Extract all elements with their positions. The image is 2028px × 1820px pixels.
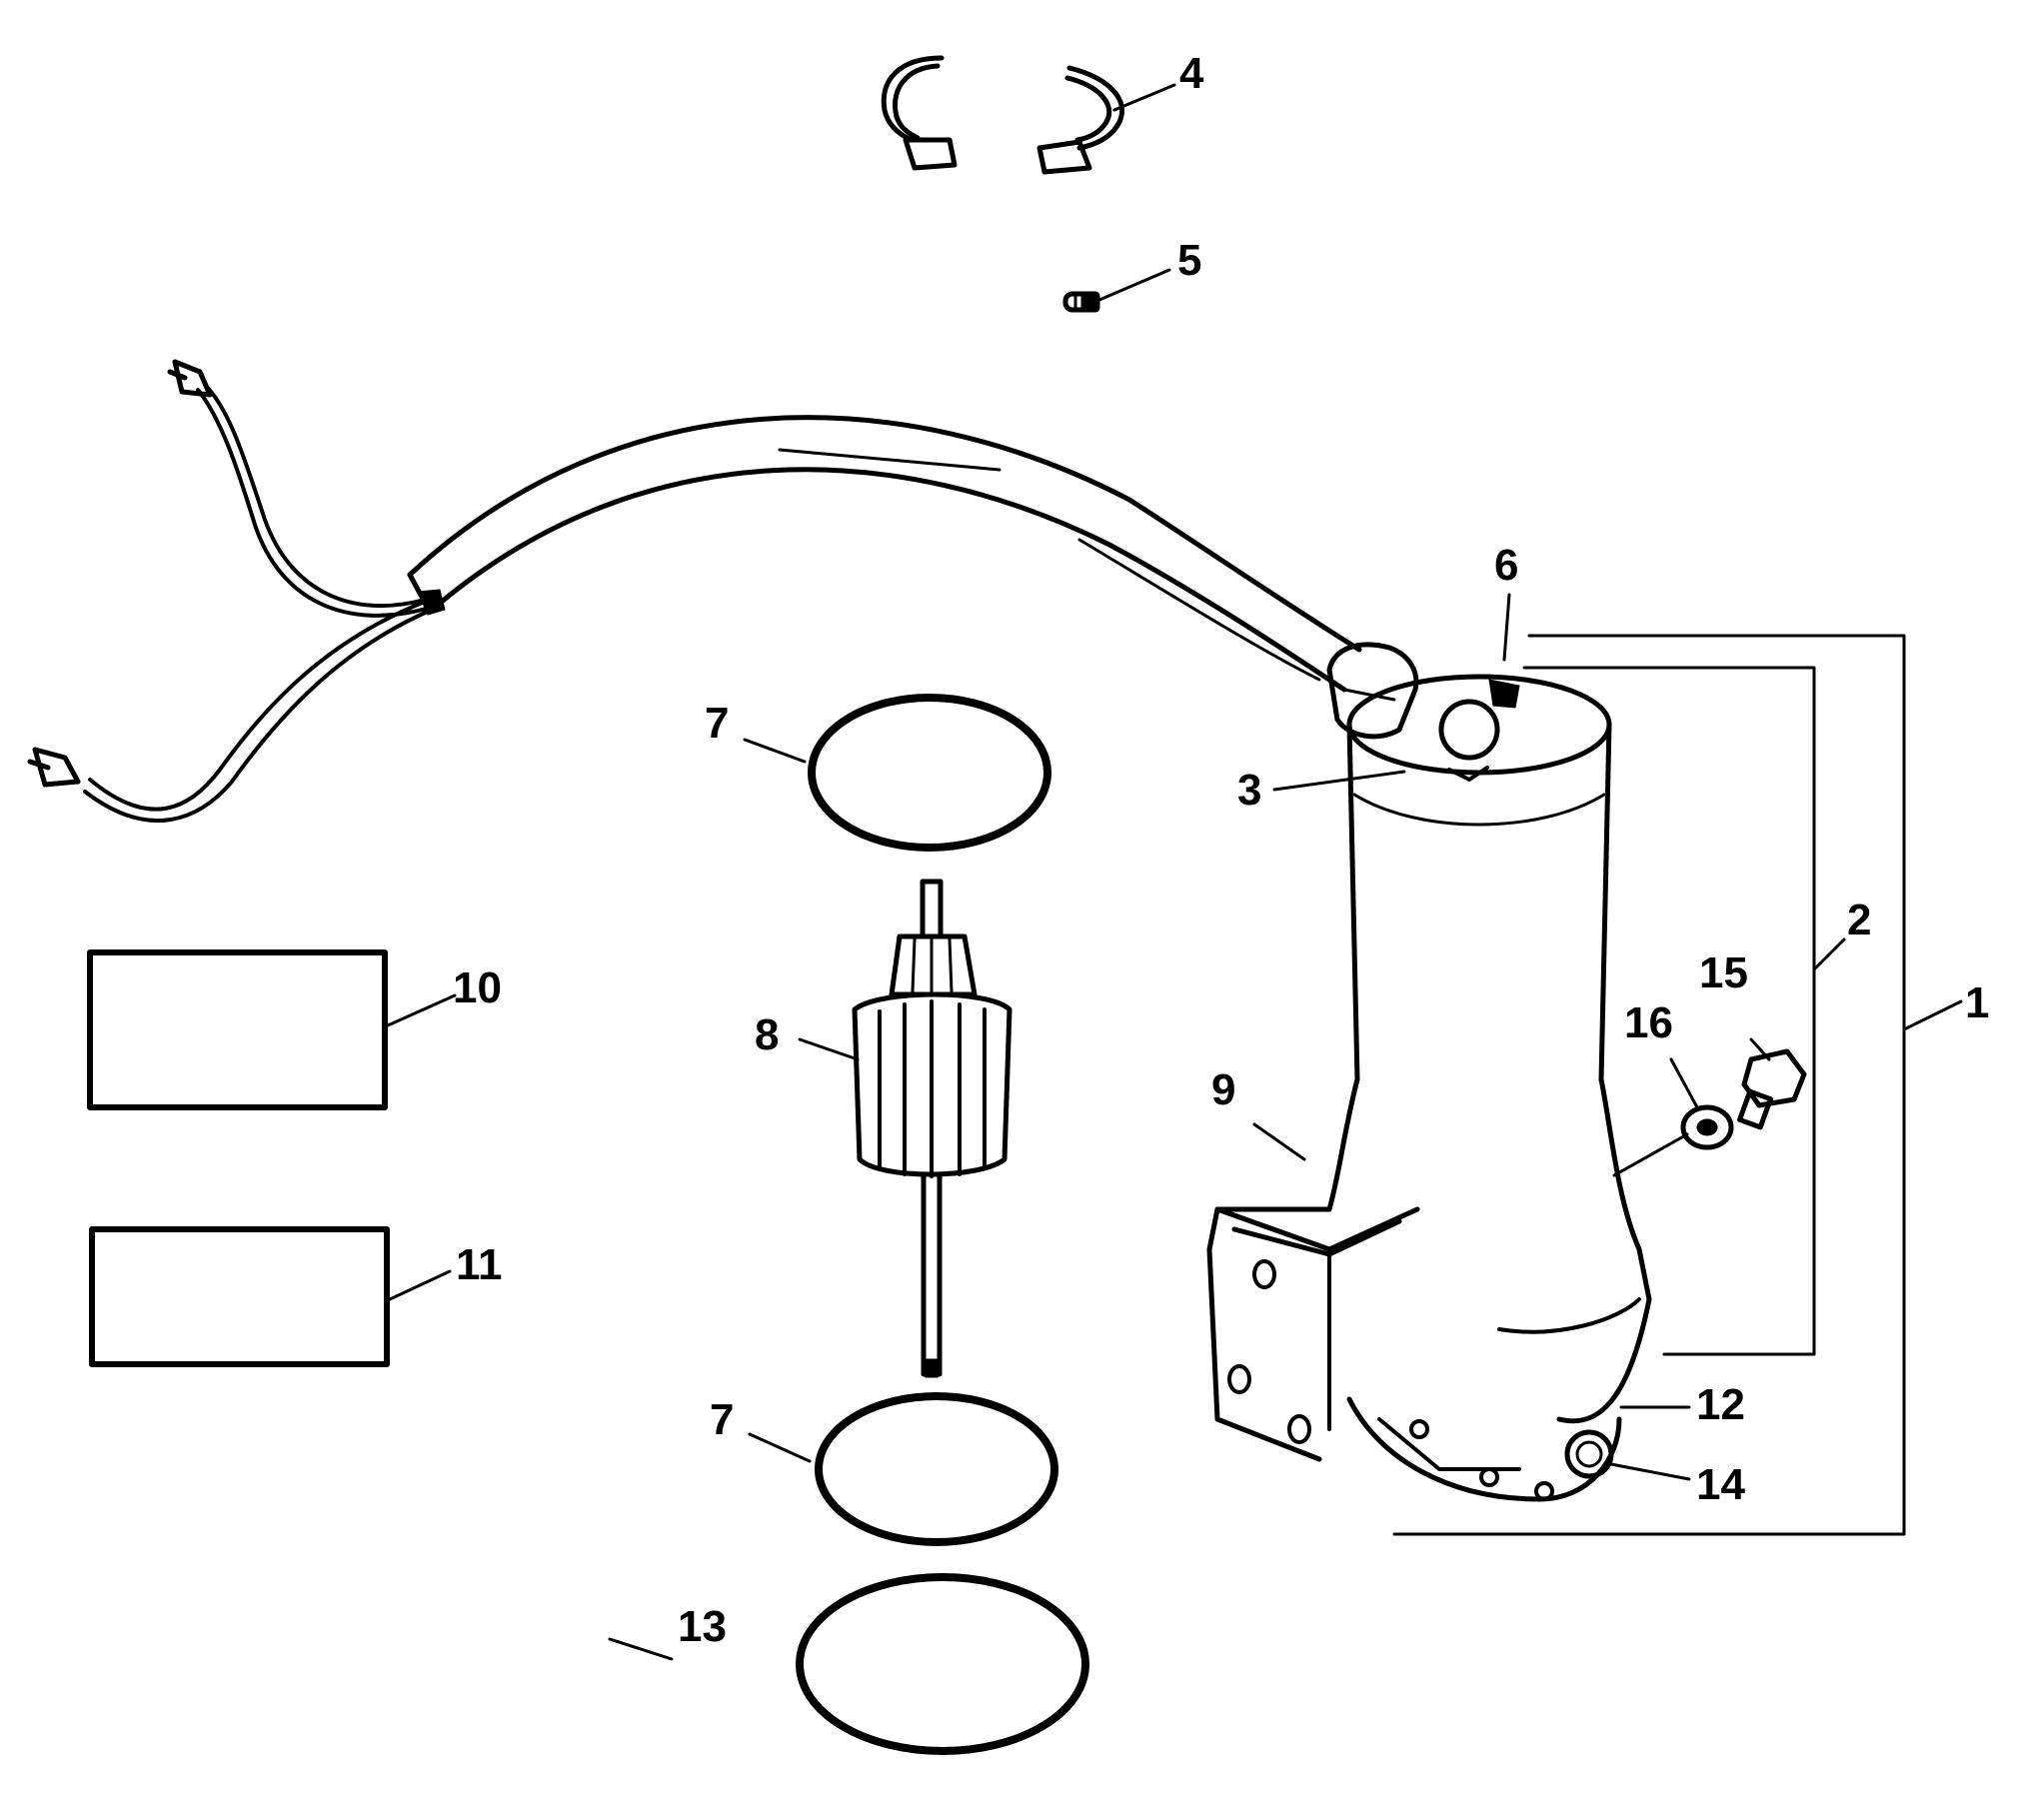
callout-9: 9 — [1211, 1065, 1235, 1114]
o-ring-large — [796, 1573, 1089, 1755]
callout-7-lower: 7 — [710, 1395, 734, 1444]
callout-15: 15 — [1699, 948, 1748, 997]
callout-14: 14 — [1696, 1460, 1745, 1509]
callout-1: 1 — [1965, 978, 1989, 1027]
callout-16: 16 — [1624, 998, 1673, 1047]
assembly-bracket-2 — [1522, 666, 1816, 1356]
wire-lead-left — [881, 55, 958, 171]
wire-lead-right — [1036, 65, 1124, 175]
callout-4: 4 — [1179, 49, 1204, 98]
motor-assembly — [1206, 642, 1652, 1502]
o-ring-lower — [815, 1392, 1058, 1546]
callout-13: 13 — [678, 1602, 727, 1651]
decal-part-10 — [87, 949, 388, 1110]
armature — [852, 879, 1013, 1378]
callout-11: 11 — [456, 1240, 503, 1289]
callout-8: 8 — [755, 1010, 779, 1059]
callout-6: 6 — [1494, 541, 1518, 590]
callout-2: 2 — [1847, 896, 1871, 944]
callout-7-upper: 7 — [705, 699, 729, 748]
callout-5: 5 — [1177, 236, 1201, 285]
decal-part-11 — [89, 1226, 390, 1367]
nut-part-16 — [1680, 1104, 1734, 1150]
wire-harness — [27, 359, 1362, 824]
callout-3: 3 — [1237, 766, 1261, 815]
screw-part-5 — [1062, 291, 1100, 313]
bolt-part-15 — [1737, 1048, 1807, 1130]
o-ring-upper — [808, 694, 1051, 852]
leader-lines — [386, 83, 1963, 1661]
callout-10: 10 — [453, 963, 502, 1012]
callout-12: 12 — [1696, 1380, 1745, 1429]
callout-labels: 1 2 3 4 5 6 7 7 8 9 10 11 12 13 14 15 16 — [453, 49, 1989, 1651]
assembly-bracket-1 — [1392, 634, 1906, 1536]
